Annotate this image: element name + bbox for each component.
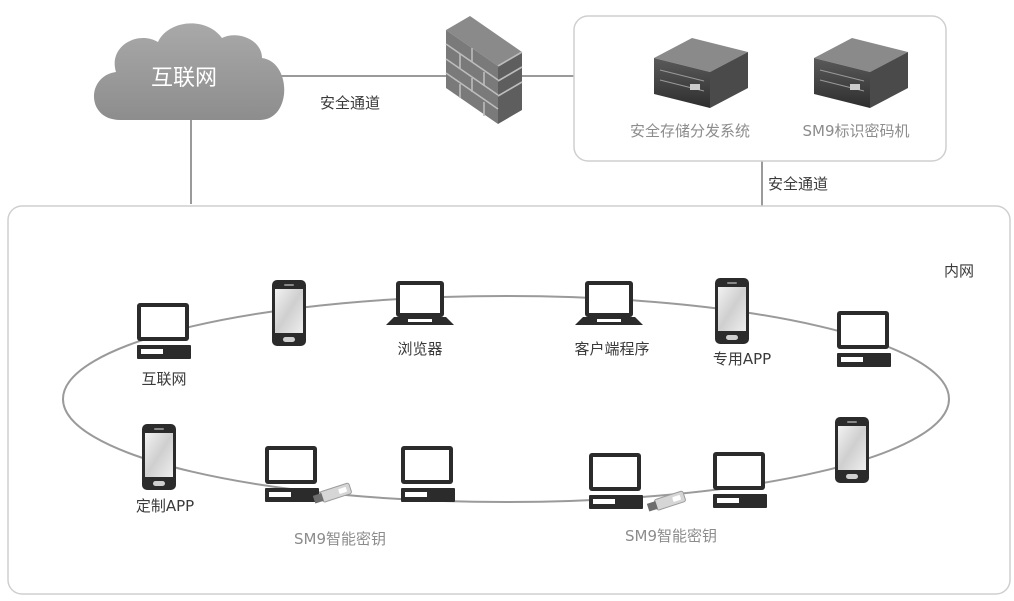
cloud-label: 互联网 <box>150 66 218 91</box>
device-label: 定制APP <box>135 497 195 515</box>
server-icon <box>814 38 908 108</box>
intranet-label: 内网 <box>944 262 975 280</box>
desktop-pc-icon <box>265 446 319 502</box>
laptop-icon <box>575 281 643 325</box>
smartphone-icon <box>835 417 869 483</box>
secure-channel-label: 安全通道 <box>320 94 381 112</box>
intranet-ring <box>62 295 950 503</box>
desktop-pc-icon <box>837 311 891 367</box>
smartphone-icon <box>715 278 749 344</box>
device-label: 浏览器 <box>397 340 443 358</box>
device-label: 专用APP <box>712 350 772 368</box>
cloud-icon <box>93 23 285 120</box>
usb-key-label: SM9智能密钥 <box>293 530 387 548</box>
server-label: SM9标识密码机 <box>802 122 910 140</box>
server-icon <box>654 38 748 108</box>
desktop-pc-icon <box>589 453 643 509</box>
desktop-pc-icon <box>137 303 191 359</box>
laptop-icon <box>386 281 454 325</box>
secure-channel-label: 安全通道 <box>768 175 829 193</box>
desktop-pc-icon <box>401 446 455 502</box>
usb-key-icon <box>312 482 352 504</box>
smartphone-icon <box>272 280 306 346</box>
smartphone-icon <box>142 424 176 490</box>
server-label: 安全存储分发系统 <box>629 122 751 140</box>
device-label: 客户端程序 <box>574 340 650 358</box>
desktop-pc-icon <box>713 452 767 508</box>
usb-key-icon <box>646 490 686 512</box>
usb-key-label: SM9智能密钥 <box>624 527 718 545</box>
intranet-zone-box <box>7 205 1011 595</box>
device-label: 互联网 <box>141 370 187 388</box>
firewall-icon <box>445 16 523 124</box>
